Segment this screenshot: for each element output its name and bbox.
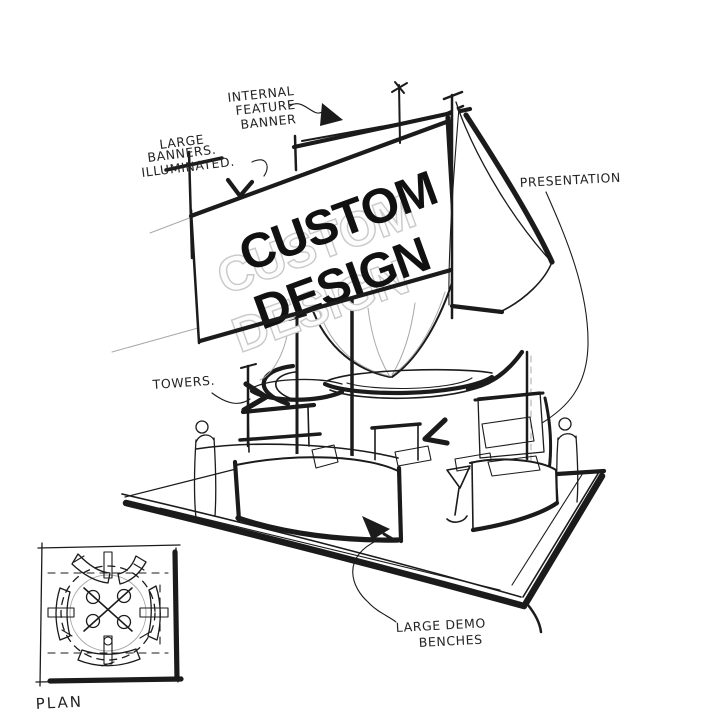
internal-feature-banner-label-line1: INTERNAL: [227, 83, 295, 105]
presentation-label: PRESENTATION: [519, 170, 621, 190]
reception-counter: [469, 455, 560, 533]
person-right-icon: [556, 417, 579, 504]
leader-line: [289, 103, 323, 114]
arrowhead-icon: [320, 103, 343, 126]
large-demo-benches-label-line1: LARGE DEMO: [395, 615, 486, 635]
annotation-large-demo-benches: LARGE DEMO BENCHES: [352, 516, 486, 650]
annotation-presentation: PRESENTATION: [519, 170, 621, 424]
leader-line: [211, 392, 251, 404]
plan-inset: PLAN: [35, 542, 184, 713]
presentation-sail: [442, 90, 555, 320]
arrowhead-icon: [241, 381, 269, 413]
bold-pointer-mark: [422, 417, 450, 446]
internal-feature-banner-label-line2: FEATURE: [235, 97, 296, 118]
person-left-icon: [193, 420, 217, 519]
leader-line: [251, 159, 268, 177]
plan-bench: [55, 587, 71, 641]
leader-line: [541, 191, 589, 424]
cocktail-glass-icon: [446, 465, 471, 523]
plan-bench: [77, 648, 141, 667]
arrowhead-icon: [362, 516, 390, 540]
large-banners-label-line1: LARGE: [159, 132, 206, 152]
towers-label: TOWERS.: [151, 373, 215, 392]
figures: [193, 417, 579, 523]
arrowhead-icon: [225, 177, 255, 199]
annotation-internal-feature-banner: INTERNAL FEATURE BANNER: [227, 83, 343, 132]
plan-label: PLAN: [35, 693, 83, 713]
internal-feature-banner-label-line3: BANNER: [240, 111, 297, 132]
large-demo-benches-label-line2: BENCHES: [418, 632, 483, 650]
plan-bench: [147, 585, 161, 641]
leader-line: [352, 539, 397, 623]
annotations: INTERNAL FEATURE BANNER LARGE BANNERS. I…: [141, 83, 622, 650]
plan-dashed-circle: [60, 565, 156, 661]
annotation-towers: TOWERS.: [151, 373, 269, 413]
plan-bench: [71, 553, 111, 584]
